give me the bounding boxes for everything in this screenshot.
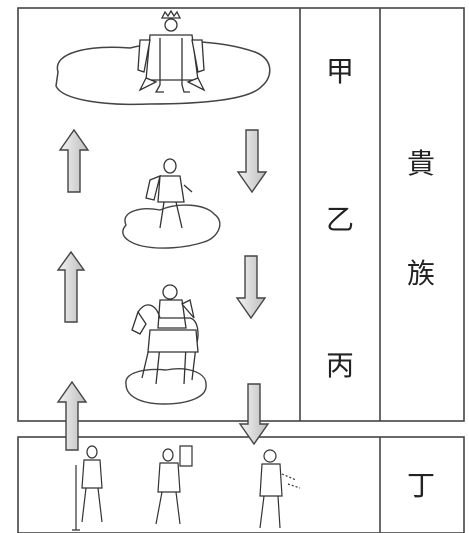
rank-label-kou: 甲: [325, 55, 354, 88]
worker-carrying-basket-icon: [155, 445, 193, 525]
commoner-frame: [17, 436, 465, 533]
king-figure-icon: [137, 9, 206, 93]
up-arrow-icon: [56, 380, 88, 451]
lower-cloud: [125, 368, 207, 405]
nobility-label-char-2: 族: [406, 257, 435, 290]
up-arrow-icon: [56, 250, 86, 323]
down-arrow-icon: [235, 255, 267, 320]
knight-on-horse-icon: [131, 284, 199, 385]
rank-label-otsu: 乙: [325, 203, 354, 236]
commoner-label: 丁: [406, 469, 435, 502]
rank-label-hei: 丙: [325, 349, 354, 382]
down-arrow-icon: [238, 383, 270, 446]
up-arrow-icon: [58, 128, 90, 193]
middle-cloud: [122, 204, 221, 249]
peasant-with-pitchfork-icon: [72, 445, 103, 531]
merchant-figure-icon: [259, 449, 301, 529]
down-arrow-icon: [236, 129, 268, 194]
nobility-label-char-1: 貴: [406, 147, 435, 180]
nobility-frame: [17, 7, 465, 422]
noble-figure-icon: [145, 158, 193, 229]
